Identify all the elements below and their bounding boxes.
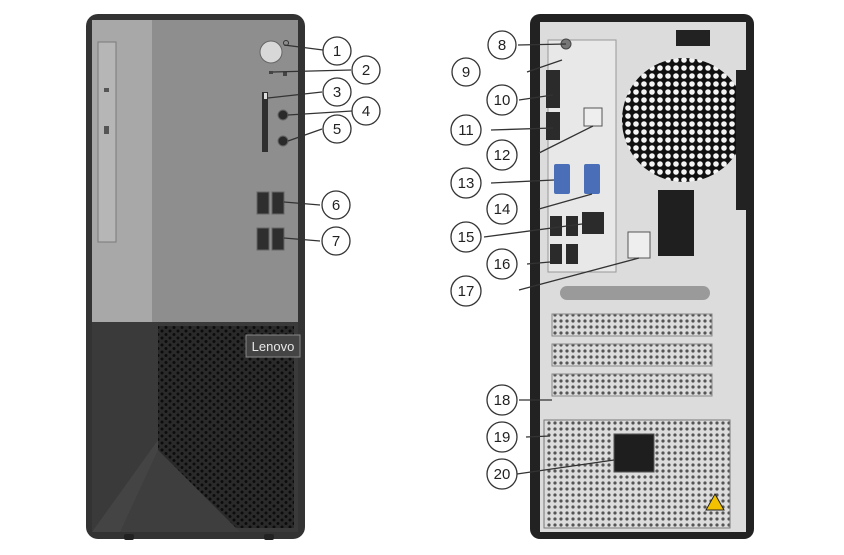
svg-text:10: 10 xyxy=(494,92,511,109)
callout-11: 11 xyxy=(450,114,482,146)
headset-jack[interactable] xyxy=(277,135,289,147)
svg-text:14: 14 xyxy=(494,201,511,218)
front-upper-panel-shade xyxy=(152,20,298,322)
callout-16: 16 xyxy=(486,248,518,280)
power-cord-connector[interactable] xyxy=(613,433,655,473)
callout-19: 19 xyxy=(486,421,518,453)
front-mesh-diagonal-lower xyxy=(120,450,240,532)
callouts: 1 2 3 4 5 6 7 8 9 10 11 12 13 14 15 16 1… xyxy=(321,30,518,490)
card-reader-icon xyxy=(264,93,267,99)
expansion-slots xyxy=(551,313,713,397)
rear-side-rail xyxy=(736,70,746,210)
callout-2: 2 xyxy=(351,55,381,85)
svg-text:4: 4 xyxy=(362,103,370,120)
drive-activity-led xyxy=(269,71,273,74)
rear-usb-port[interactable] xyxy=(550,216,562,236)
svg-text:5: 5 xyxy=(333,121,341,138)
power-button[interactable] xyxy=(259,40,283,64)
card-reader-indicator xyxy=(283,72,287,76)
rear-usb-port[interactable] xyxy=(550,244,562,264)
callout-lines xyxy=(267,43,640,475)
callout-14: 14 xyxy=(486,193,518,225)
vga-connector[interactable] xyxy=(554,164,570,194)
svg-text:13: 13 xyxy=(458,175,475,192)
front-usb-port[interactable] xyxy=(256,227,270,251)
front-usb-port[interactable] xyxy=(271,191,285,215)
svg-text:17: 17 xyxy=(458,283,475,300)
svg-text:3: 3 xyxy=(333,84,341,101)
callout-8: 8 xyxy=(487,30,517,60)
hdmi-connector[interactable] xyxy=(546,112,560,140)
callout-5: 5 xyxy=(322,114,352,144)
optical-drive-eject[interactable] xyxy=(104,126,109,134)
callout-17: 17 xyxy=(450,275,482,307)
front-foot-right xyxy=(264,534,274,540)
expansion-slot-placeholder xyxy=(583,107,603,127)
front-usb-ports-upper xyxy=(256,191,285,215)
microphone-jack[interactable] xyxy=(277,109,289,121)
front-foot-left xyxy=(124,534,134,540)
svg-text:2: 2 xyxy=(362,62,370,79)
callout-18: 18 xyxy=(486,384,518,416)
rear-fan-grille xyxy=(622,58,746,182)
serial-connector[interactable] xyxy=(584,164,600,194)
lenovo-logo-plate xyxy=(245,334,301,358)
expansion-slot-cover xyxy=(551,343,713,367)
expansion-slot-cover xyxy=(551,313,713,337)
callout-15: 15 xyxy=(450,221,482,253)
callout-4: 4 xyxy=(351,96,381,126)
svg-text:16: 16 xyxy=(494,256,511,273)
optical-drive-button[interactable] xyxy=(104,88,109,92)
front-usb-port[interactable] xyxy=(256,191,270,215)
svg-text:15: 15 xyxy=(458,229,475,246)
front-usb-port[interactable] xyxy=(271,227,285,251)
svg-text:6: 6 xyxy=(332,197,340,214)
lenovo-logo: Lenovo xyxy=(252,339,295,354)
svg-text:8: 8 xyxy=(498,37,506,54)
callout-7: 7 xyxy=(321,226,351,256)
svg-text:19: 19 xyxy=(494,429,511,446)
ethernet-connector[interactable] xyxy=(582,212,604,234)
callout-10: 10 xyxy=(486,84,518,116)
svg-text:12: 12 xyxy=(494,147,511,164)
rear-handle xyxy=(676,30,710,46)
svg-text:7: 7 xyxy=(332,233,340,250)
callout-9: 9 xyxy=(451,57,481,87)
svg-text:20: 20 xyxy=(494,466,511,483)
optical-drive-bay xyxy=(97,41,117,243)
rear-usb-port[interactable] xyxy=(566,216,578,236)
callout-12: 12 xyxy=(486,139,518,171)
callout-13: 13 xyxy=(450,167,482,199)
security-lock-slot xyxy=(627,231,651,259)
svg-text:9: 9 xyxy=(462,64,470,81)
rear-bracket xyxy=(658,190,694,256)
displayport-connector[interactable] xyxy=(546,70,560,108)
card-reader-slot[interactable] xyxy=(262,92,268,152)
callout-3: 3 xyxy=(322,77,352,107)
svg-text:18: 18 xyxy=(494,392,511,409)
svg-text:11: 11 xyxy=(458,122,474,139)
rear-usb-port[interactable] xyxy=(566,244,578,264)
front-usb-ports-lower xyxy=(256,227,285,251)
svg-text:1: 1 xyxy=(333,43,341,60)
front-view: Lenovo xyxy=(86,14,305,540)
callout-20: 20 xyxy=(486,458,518,490)
callout-1: 1 xyxy=(322,36,352,66)
expansion-slot-cover xyxy=(551,373,713,397)
rear-view xyxy=(530,14,754,539)
callout-6: 6 xyxy=(321,190,351,220)
warning-icon xyxy=(705,492,725,511)
rear-cable-channel xyxy=(560,286,710,300)
